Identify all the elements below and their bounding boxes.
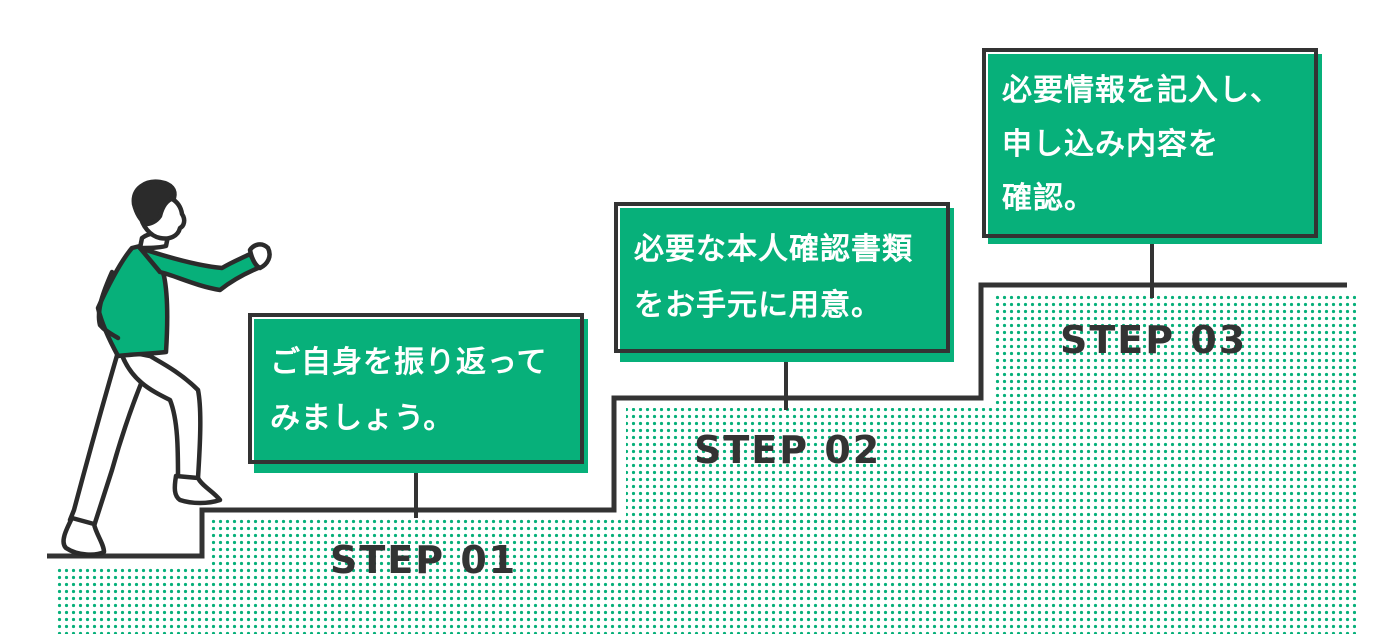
front-leg: [117, 347, 203, 481]
step-1-label: STEP 01: [330, 538, 518, 582]
step-2-card: 必要な本人確認書類 をお手元に用意。: [614, 202, 954, 362]
step-2-label: STEP 02: [694, 428, 882, 472]
step-1-connector: [414, 448, 418, 518]
dotted-step-2: [626, 408, 1356, 523]
dotted-ground-floor: [56, 566, 1356, 634]
front-shoe: [172, 473, 223, 506]
step-1-description: ご自身を振り返って みましょう。: [270, 345, 548, 436]
step-3-description: 必要情報を記入し、 申し込み内容を 確認。: [1002, 73, 1281, 216]
stair-outline: [47, 282, 1347, 559]
step-1-card: ご自身を振り返って みましょう。: [248, 313, 588, 473]
person-figure: [61, 179, 272, 557]
step-3-card: 必要情報を記入し、 申し込み内容を 確認。: [982, 48, 1322, 244]
step-2-connector: [784, 338, 788, 410]
back-arm: [96, 269, 121, 341]
step-3-connector: [1150, 228, 1154, 298]
step-3-label: STEP 03: [1060, 318, 1248, 362]
hair: [131, 179, 177, 227]
dotted-step-1: [211, 519, 1356, 569]
dotted-step-3: [993, 295, 1356, 412]
step-2-description: 必要な本人確認書類 をお手元に用意。: [634, 232, 913, 323]
fist: [247, 242, 272, 271]
back-shoe: [61, 515, 107, 557]
